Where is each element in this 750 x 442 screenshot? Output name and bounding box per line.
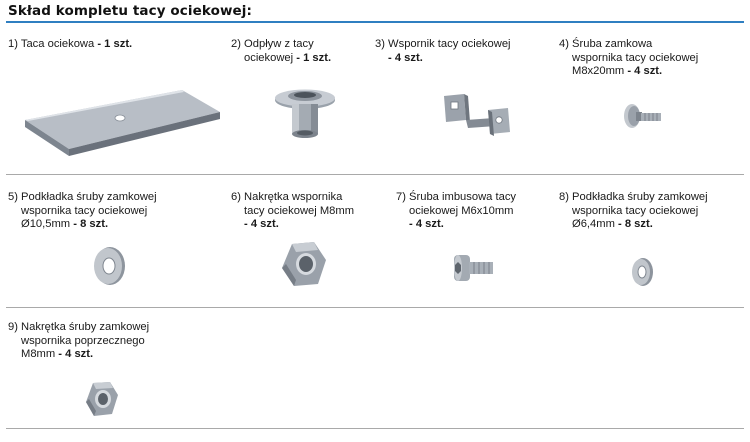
- part-name-line-1: 5) Podkładka śruby zamkowej: [8, 191, 157, 203]
- part-name-line-2: wspornika tacy ociekowej: [572, 204, 699, 217]
- part-quantity: - 8 szt.: [618, 218, 653, 230]
- small-hex-nut-icon: [86, 382, 118, 416]
- part-quantity: - 4 szt.: [58, 348, 94, 360]
- part-name-line-2: tacy ociekowej M8mm: [244, 204, 355, 217]
- drip-tray-icon: [25, 90, 220, 156]
- part-item-8: 8) Podkładka śruby zamkowej wspornika ta…: [559, 191, 708, 232]
- part-quantity: - 4 szt.: [627, 65, 663, 77]
- part-item-2: 2) Odpływ z tacy ociekowej - 1 szt.: [231, 38, 331, 65]
- hex-nut-icon: [282, 242, 326, 286]
- part-name-line-1: 2) Odpływ z tacy: [231, 38, 314, 50]
- part-quantity: - 4 szt.: [388, 51, 423, 64]
- part-name-line-2: wspornika tacy ociekowej: [572, 51, 699, 64]
- part-name: 1) Taca ociekowa: [8, 38, 95, 50]
- part-name-line-1: 8) Podkładka śruby zamkowej: [559, 191, 708, 203]
- part-name-line-2: wspornika poprzecznego: [21, 334, 145, 347]
- part-name-line-3: M8x20mm: [572, 65, 625, 77]
- part-name-line-3: Ø10,5mm: [21, 218, 71, 230]
- row-separator-3: [6, 428, 744, 429]
- socket-screw-icon: [454, 255, 493, 281]
- part-item-6: 6) Nakrętka wspornika tacy ociekowej M8m…: [231, 191, 354, 232]
- part-name-line-1: 9) Nakrętka śruby zamkowej: [8, 321, 150, 333]
- part-name-line-3: Ø6,4mm: [572, 218, 615, 230]
- part-name-line-2: ociekowej: [244, 51, 294, 64]
- part-quantity: - 4 szt.: [244, 218, 279, 230]
- part-name-line-3: M8mm: [21, 348, 56, 360]
- part-quantity: - 1 szt.: [97, 38, 133, 50]
- washer-icon: [94, 247, 125, 285]
- part-quantity: - 4 szt.: [409, 218, 444, 230]
- row-separator-2: [6, 307, 744, 308]
- part-item-5: 5) Podkładka śruby zamkowej wspornika ta…: [8, 191, 157, 232]
- part-name-line-1: 4) Śruba zamkowa: [559, 38, 653, 50]
- part-name-line-2: wspornika tacy ociekowej: [21, 204, 148, 217]
- title-underline: [6, 21, 744, 23]
- part-item-4: 4) Śruba zamkowa wspornika tacy ociekowe…: [559, 38, 698, 79]
- part-name-line-1: 6) Nakrętka wspornika: [231, 191, 343, 203]
- bracket-icon: [444, 94, 510, 136]
- part-item-3: 3) Wspornik tacy ociekowej - 4 szt.: [375, 38, 511, 65]
- carriage-bolt-icon: [624, 104, 661, 128]
- part-label: 1) Taca ociekowa - 1 szt.: [8, 38, 132, 52]
- part-item-7: 7) Śruba imbusowa tacy ociekowej M6x10mm…: [396, 191, 516, 232]
- part-quantity: - 8 szt.: [73, 218, 109, 230]
- drain-icon: [275, 89, 335, 138]
- page-title: Skład kompletu tacy ociekowej:: [8, 3, 253, 19]
- small-washer-icon: [632, 258, 653, 286]
- part-item-1: 1) Taca ociekowa - 1 szt.: [8, 38, 132, 52]
- part-name-line-2: ociekowej M6x10mm: [409, 204, 514, 217]
- part-name-line-1: 3) Wspornik tacy ociekowej: [375, 38, 511, 50]
- row-separator-1: [6, 174, 744, 175]
- part-quantity: - 1 szt.: [296, 51, 332, 64]
- part-item-9: 9) Nakrętka śruby zamkowej wspornika pop…: [8, 321, 149, 362]
- part-name-line-1: 7) Śruba imbusowa tacy: [396, 191, 517, 203]
